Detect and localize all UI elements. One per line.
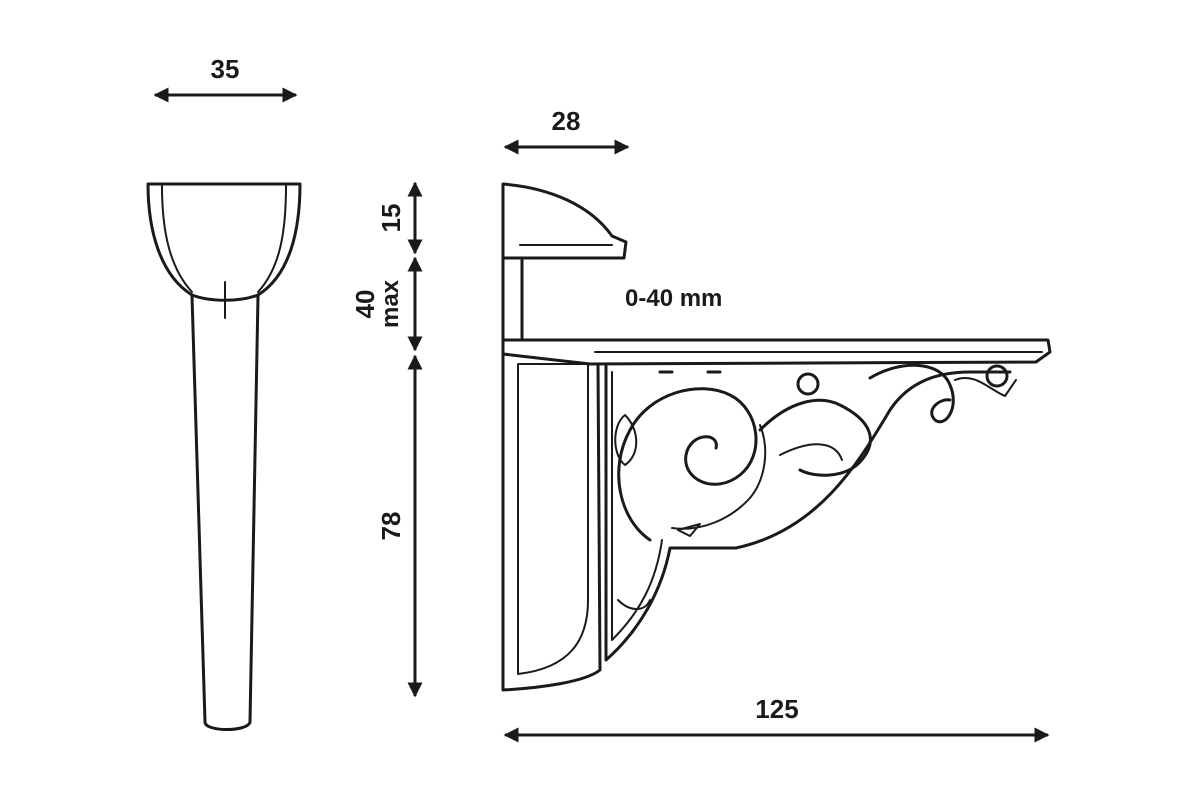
dimension-front-width-label: 35 xyxy=(211,54,240,84)
glass-range-note: 0-40 mm xyxy=(625,285,722,312)
side-view: 28 0-40 mm xyxy=(501,106,1052,743)
front-cup-outline xyxy=(146,182,302,302)
vertical-dimensions: 15 40 max 78 xyxy=(350,181,423,698)
dimension-clamp-height-label: 15 xyxy=(376,204,406,233)
dimension-total-length-label: 125 xyxy=(755,694,798,724)
back-plate xyxy=(501,352,602,692)
dimension-body-height-label: 78 xyxy=(376,512,406,541)
dimension-bracket-depth-label: 28 xyxy=(552,106,581,136)
dimension-gap-unit: max xyxy=(377,279,404,328)
front-cup-inner-left xyxy=(161,185,193,293)
ornament-ball-left xyxy=(796,372,820,396)
dimension-front-width: 35 xyxy=(153,54,298,103)
top-clamp xyxy=(501,182,628,260)
front-cup-inner-right xyxy=(257,185,287,293)
dimension-gap-label: 40 xyxy=(350,290,380,319)
ornament-ball-right xyxy=(985,364,1009,388)
front-view: 35 xyxy=(146,54,302,731)
clamp-post xyxy=(501,256,524,347)
back-plate-inner xyxy=(517,363,589,675)
front-leg-outline xyxy=(190,294,260,731)
ornamental-bracket xyxy=(604,363,1017,662)
